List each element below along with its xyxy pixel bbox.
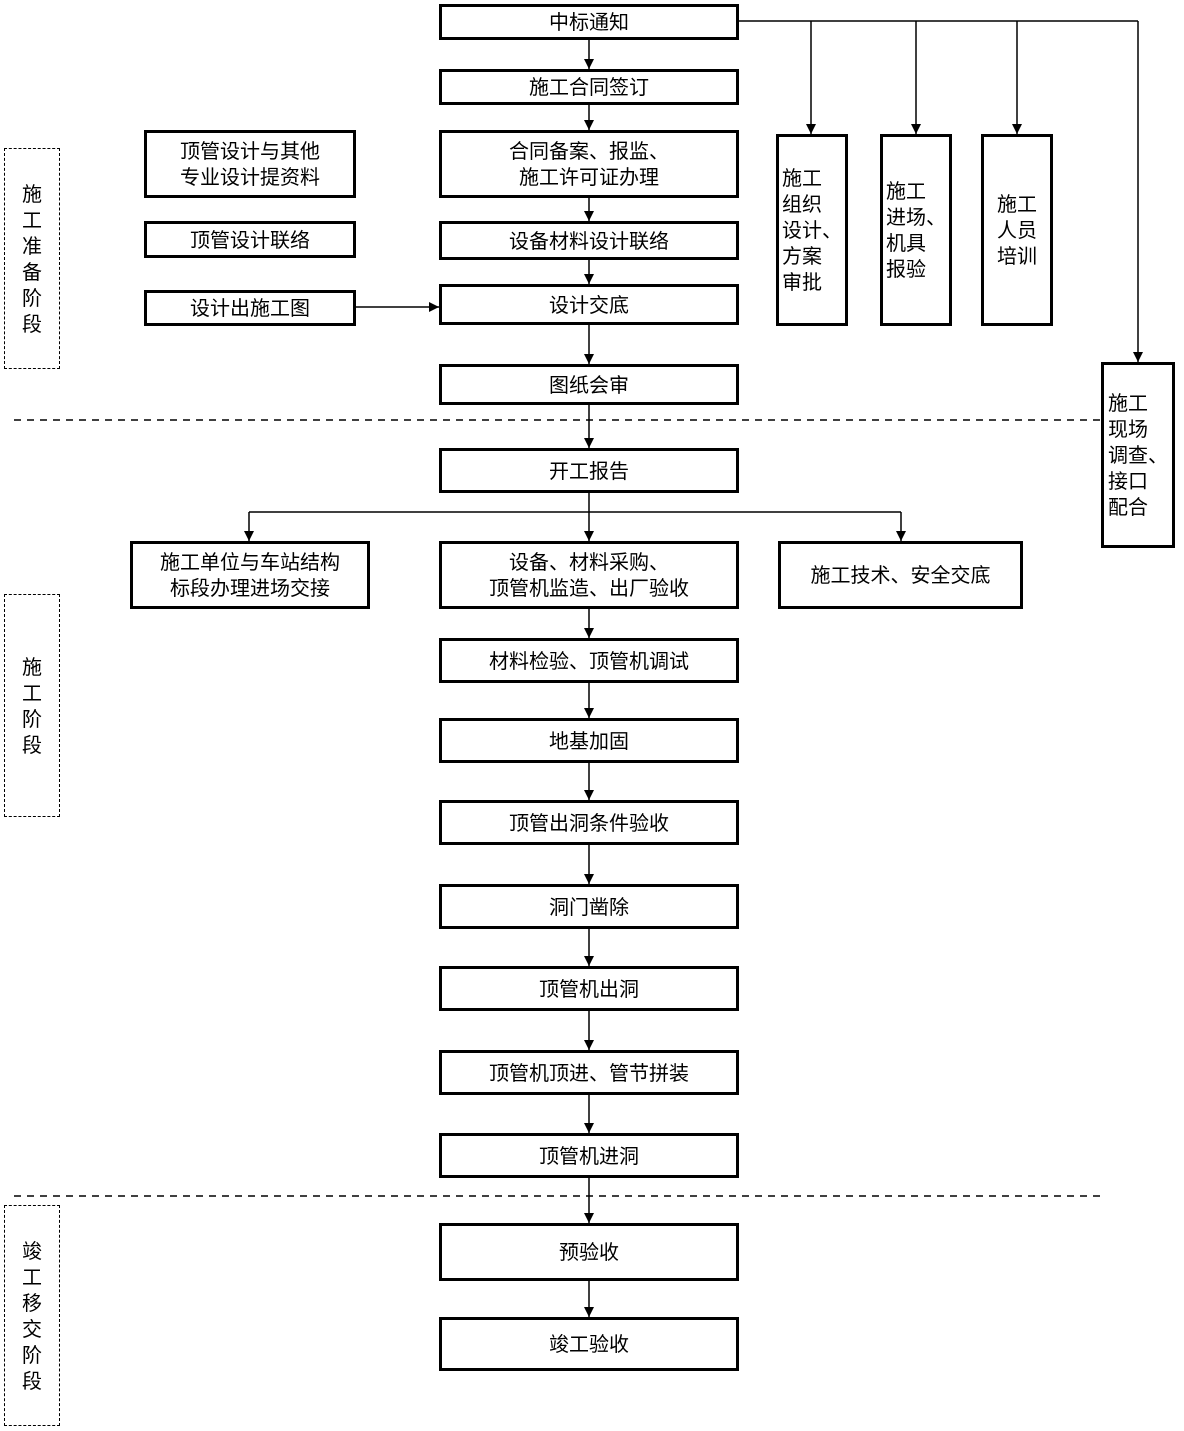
box-start-report: 开工报告 <box>439 448 739 493</box>
box-procurement: 设备、材料采购、 顶管机监造、出厂验收 <box>439 541 739 609</box>
stage-label-prep: 施 工 准 备 阶 段 <box>4 148 60 369</box>
stage-label-completion: 竣 工 移 交 阶 段 <box>4 1205 60 1426</box>
box-pre-acceptance: 预验收 <box>439 1223 739 1281</box>
box-site-survey: 施工 现场 调查、 接口 配合 <box>1101 362 1175 548</box>
box-tech-safety-disclosure: 施工技术、安全交底 <box>778 541 1023 609</box>
stage-label-construction: 施 工 阶 段 <box>4 594 60 817</box>
box-design-materials: 顶管设计与其他 专业设计提资料 <box>144 130 356 198</box>
box-completion-acceptance: 竣工验收 <box>439 1317 739 1371</box>
box-design-disclosure: 设计交底 <box>439 284 739 325</box>
box-entry-inspection: 施工 进场、 机具 报验 <box>880 134 952 326</box>
box-equipment-design-liaison: 设备材料设计联络 <box>439 221 739 260</box>
box-portal-removal: 洞门凿除 <box>439 884 739 929</box>
box-contract-filing: 合同备案、报监、 施工许可证办理 <box>439 130 739 198</box>
box-pipe-design-liaison: 顶管设计联络 <box>144 221 356 258</box>
box-exit-acceptance: 顶管出洞条件验收 <box>439 800 739 845</box>
box-machine-entry: 顶管机进洞 <box>439 1133 739 1178</box>
box-construction-drawings: 设计出施工图 <box>144 290 356 326</box>
box-site-handover: 施工单位与车站结构 标段办理进场交接 <box>130 541 370 609</box>
box-org-design-approval: 施工 组织 设计、 方案 审批 <box>776 134 848 326</box>
box-material-inspection: 材料检验、顶管机调试 <box>439 638 739 683</box>
box-foundation-reinforcement: 地基加固 <box>439 718 739 763</box>
box-bid-notice: 中标通知 <box>439 4 739 40</box>
box-contract-signing: 施工合同签订 <box>439 69 739 105</box>
box-drawing-review: 图纸会审 <box>439 364 739 405</box>
box-jacking-assembly: 顶管机顶进、管节拼装 <box>439 1050 739 1095</box>
box-machine-exit: 顶管机出洞 <box>439 966 739 1011</box>
box-staff-training: 施工 人员 培训 <box>981 134 1053 326</box>
